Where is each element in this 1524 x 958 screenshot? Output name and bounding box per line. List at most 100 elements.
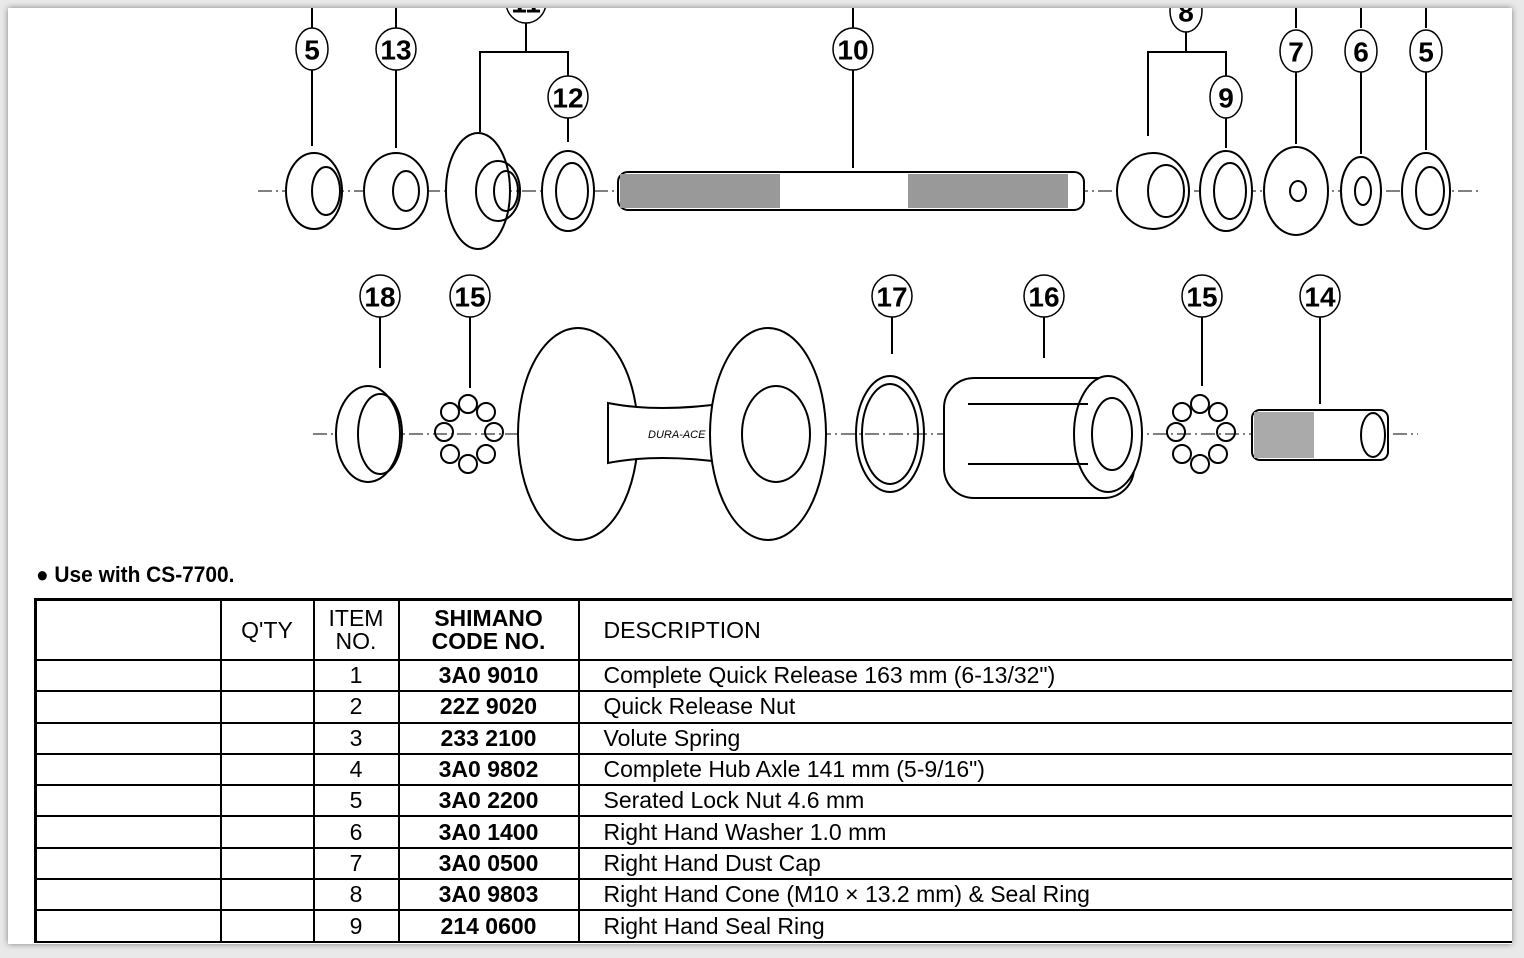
qty-cell [219,784,315,818]
cone-left [445,132,521,250]
qty-cell [219,721,315,755]
svg-text:15: 15 [1186,282,1217,313]
lock-nut-right [1401,152,1451,230]
table-header-row: Q'TY ITEM NO. SHIMANO CODE NO. DESCRIPTI… [34,598,1512,661]
description-cell: Right Hand Seal Ring [577,909,1512,943]
hub-axle [617,171,1085,211]
exploded-hub-diagram: DURA-ACE 5 13 11 12 10 8 9 7 6 5 18 15 1… [258,8,1478,541]
qty-cell [219,909,315,943]
callout-11: 11 [506,8,546,24]
code-no-cell: 214 0600 [397,909,580,943]
item-no-cell: 9 [312,909,400,943]
code-no-cell: 3A0 9803 [397,878,580,912]
svg-text:10: 10 [837,35,868,66]
header-item-no: ITEM NO. [312,598,400,661]
qty-cell [219,752,315,787]
item-no-cell: 3 [312,721,400,755]
callout-9: 9 [1209,75,1243,119]
blank-cell [34,784,222,818]
svg-text:11: 11 [511,8,541,19]
code-no-cell: 233 2100 [397,721,580,755]
hub-body: DURA-ACE [517,327,827,541]
svg-text:18: 18 [364,282,395,313]
item-no-cell: 4 [312,752,400,787]
blank-cell [34,721,222,755]
item-no-cell: 5 [312,784,400,818]
description-cell: Quick Release Nut [577,690,1512,724]
cone-right [1116,152,1190,230]
blank-cell [34,658,222,693]
item-no-cell: 8 [312,878,400,912]
svg-text:14: 14 [1304,282,1336,313]
header-description: DESCRIPTION [577,598,1512,661]
description-cell: Right Hand Cone (M10 × 13.2 mm) & Seal R… [577,878,1512,912]
dust-cap-left [363,152,429,230]
item-no-cell: 1 [312,658,400,693]
usage-note-text: Use with CS-7700. [54,562,235,587]
callout-5-left: 5 [295,27,329,71]
callout-5-right: 5 [1409,29,1443,73]
qty-cell [219,846,315,881]
header-blank [34,598,222,661]
blank-cell [34,846,222,881]
freehub-bolt [1251,409,1389,461]
svg-text:9: 9 [1218,83,1234,114]
freehub-body [943,375,1143,499]
svg-text:16: 16 [1028,282,1059,313]
code-no-cell: 3A0 9802 [397,752,580,787]
callout-10: 10 [832,27,874,71]
code-no-cell: 22Z 9020 [397,690,580,724]
description-cell: Complete Quick Release 163 mm (6-13/32") [577,658,1512,693]
blank-cell [34,878,222,912]
blank-cell [34,909,222,943]
ball-bearings-left [434,394,504,474]
callout-14: 14 [1299,274,1341,318]
callout-8: 8 [1169,8,1203,33]
description-cell: Right Hand Washer 1.0 mm [577,815,1512,849]
dura-ace-logo: DURA-ACE [648,429,706,441]
parts-table: Q'TY ITEM NO. SHIMANO CODE NO. DESCRIPTI… [34,598,1512,943]
callout-6: 6 [1344,29,1378,73]
blank-cell [34,752,222,787]
code-no-cell: 3A0 9010 [397,658,580,693]
code-no-cell: 3A0 0500 [397,846,580,881]
callout-16: 16 [1023,274,1065,318]
svg-text:5: 5 [1418,37,1434,68]
spacer-ring [855,375,925,493]
washer-right [1340,156,1382,226]
svg-text:15: 15 [454,282,485,313]
description-cell: Right Hand Dust Cap [577,846,1512,881]
lock-nut-left [285,152,343,230]
code-no-cell: 3A0 2200 [397,784,580,818]
callout-12: 12 [547,75,589,119]
svg-text:12: 12 [552,83,583,114]
description-cell: Serated Lock Nut 4.6 mm [577,784,1512,818]
parts-page: DURA-ACE 5 13 11 12 10 8 9 7 6 5 18 15 1… [8,8,1512,944]
svg-text:7: 7 [1288,37,1304,68]
ball-bearings-right [1166,394,1236,474]
dust-cap-hub-left [335,385,403,483]
callout-15-right: 15 [1181,274,1223,318]
callout-17: 17 [871,274,913,318]
callout-18: 18 [359,274,401,318]
svg-text:13: 13 [380,35,411,66]
qty-cell [219,690,315,724]
svg-text:6: 6 [1353,37,1369,68]
blank-cell [34,815,222,849]
callout-15-left: 15 [449,274,491,318]
item-no-cell: 6 [312,815,400,849]
blank-cell [34,690,222,724]
item-no-cell: 2 [312,690,400,724]
header-code-no: SHIMANO CODE NO. [397,598,580,661]
header-qty: Q'TY [219,598,315,661]
qty-cell [219,815,315,849]
